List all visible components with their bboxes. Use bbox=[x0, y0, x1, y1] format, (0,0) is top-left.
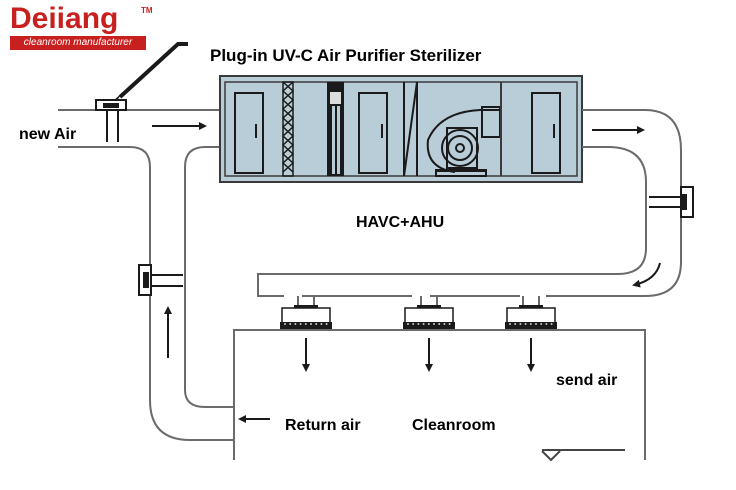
supply-duct bbox=[257, 109, 682, 297]
diffuser-3 bbox=[505, 296, 557, 330]
coil-section bbox=[403, 81, 418, 177]
logo-brand: Deiiang bbox=[10, 2, 119, 35]
logo-trademark: TM bbox=[141, 6, 153, 15]
filter-section bbox=[281, 81, 295, 177]
fresh-air-duct bbox=[58, 109, 234, 441]
flow-arrows bbox=[152, 122, 661, 423]
access-door-3 bbox=[531, 92, 561, 174]
uv-sterilizer-inlet bbox=[95, 99, 127, 142]
label-unit: HAVC+AHU bbox=[356, 214, 445, 231]
diffuser-2 bbox=[403, 296, 455, 330]
label-cleanroom: Cleanroom bbox=[412, 417, 496, 434]
label-new-air: new Air bbox=[19, 126, 77, 143]
diffuser-1 bbox=[280, 296, 332, 330]
diagram-title: Plug-in UV-C Air Purifier Sterilizer bbox=[210, 46, 482, 65]
label-return-air: Return air bbox=[285, 417, 361, 434]
company-logo: Deiiang TM cleanroom manufacturer bbox=[8, 2, 153, 50]
arrow-supply-turn bbox=[632, 262, 661, 288]
uv-lamp-module bbox=[327, 82, 344, 176]
logo-tagline: cleanroom manufacturer bbox=[10, 36, 146, 50]
ahu-unit bbox=[219, 75, 583, 183]
access-door-1 bbox=[234, 92, 264, 174]
pointer-arrow bbox=[111, 42, 188, 103]
uv-sterilizer-return bbox=[138, 264, 183, 296]
uv-sterilizer-supply bbox=[649, 186, 694, 218]
access-door-2 bbox=[358, 92, 388, 174]
floor-marker bbox=[541, 449, 625, 462]
cleanroom-walls bbox=[233, 329, 646, 460]
label-send-air: send air bbox=[556, 372, 618, 389]
